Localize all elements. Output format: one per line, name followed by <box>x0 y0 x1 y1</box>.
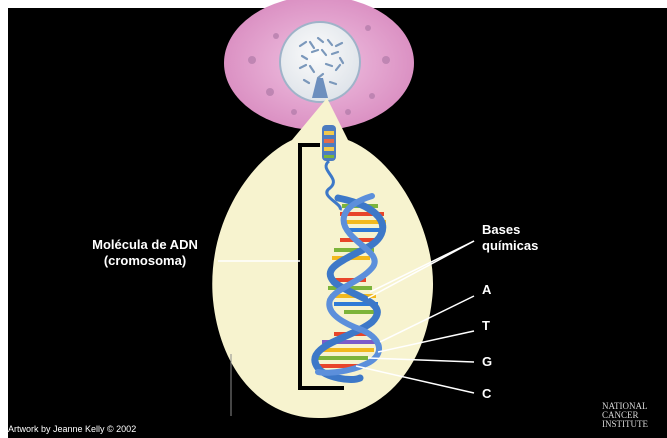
molecule-label: Molécula de ADN (cromosoma) <box>70 237 220 269</box>
base-c-label: C <box>482 386 491 402</box>
base-a-label: A <box>482 282 491 298</box>
molecule-label-line2: (cromosoma) <box>70 253 220 269</box>
bases-label-line2: químicas <box>482 238 538 254</box>
nci-logo: NATIONAL CANCER INSTITUTE <box>602 402 664 429</box>
logo-line3: INSTITUTE <box>602 420 664 429</box>
molecule-label-line1: Molécula de ADN <box>70 237 220 253</box>
artwork-credit: Artwork by Jeanne Kelly © 2002 <box>8 424 136 435</box>
bases-label-line1: Bases <box>482 222 538 238</box>
bases-label: Bases químicas <box>482 222 538 254</box>
base-t-label: T <box>482 318 490 334</box>
base-g-label: G <box>482 354 492 370</box>
